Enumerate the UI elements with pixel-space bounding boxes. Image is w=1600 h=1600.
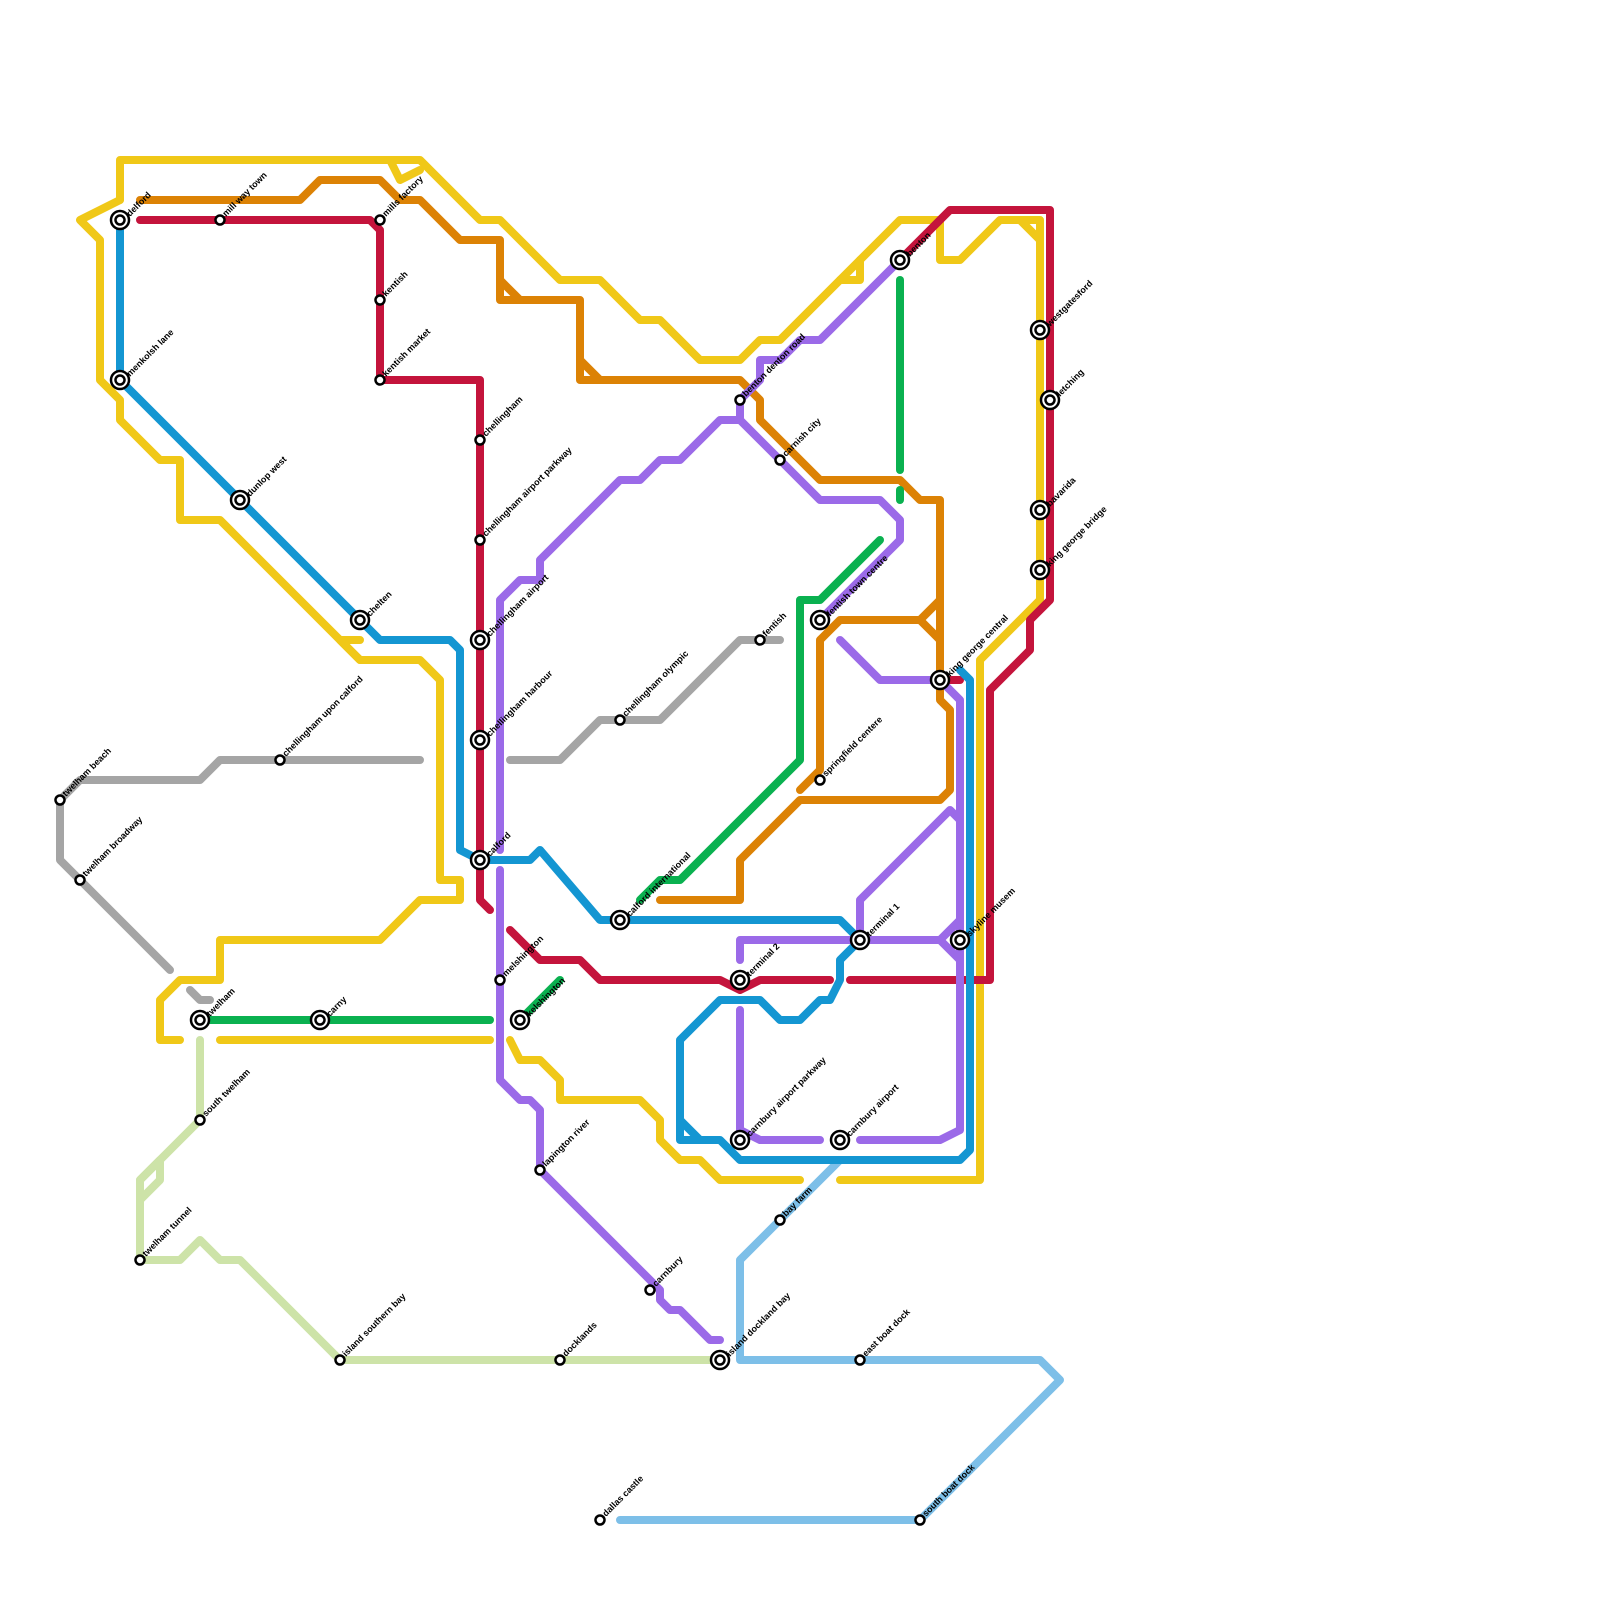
stop-marker — [754, 634, 766, 646]
stop-marker — [374, 214, 386, 226]
interchange-marker-inner — [954, 934, 966, 946]
stop-marker — [274, 754, 286, 766]
yellow-line-west[interactable] — [76, 196, 464, 1044]
interchange-marker-inner — [234, 494, 246, 506]
stop-marker — [644, 1284, 656, 1296]
interchange-marker-inner — [854, 934, 866, 946]
interchange-marker-inner — [894, 254, 906, 266]
red-line-loop[interactable] — [846, 206, 1054, 984]
purple-line-main[interactable] — [496, 256, 904, 854]
interchange-marker-inner — [1034, 564, 1046, 576]
stop-marker — [534, 1164, 546, 1176]
interchange-marker-inner — [314, 1014, 326, 1026]
purple-line-south[interactable] — [496, 866, 724, 1344]
purple-line-east[interactable] — [836, 636, 964, 1144]
yellow-line-blob-c[interactable] — [1016, 216, 1044, 244]
interchange-marker-inner — [114, 214, 126, 226]
light-green-line[interactable] — [136, 1036, 724, 1364]
stop-marker — [774, 454, 786, 466]
interchange-marker-inner — [734, 974, 746, 986]
interchange-marker-inner — [474, 734, 486, 746]
light-green-line-branch[interactable] — [136, 1156, 164, 1204]
interchange-marker-inner — [714, 1354, 726, 1366]
interchange-marker-inner — [814, 614, 826, 626]
interchange-marker-inner — [1034, 504, 1046, 516]
orange-line-branch[interactable] — [796, 616, 944, 794]
stop-marker — [854, 1354, 866, 1366]
blue-line-spur[interactable] — [676, 1116, 704, 1144]
interchange-marker-inner — [474, 854, 486, 866]
stop-marker — [74, 874, 86, 886]
green-line-east[interactable] — [636, 536, 884, 904]
interchange-marker-inner — [934, 674, 946, 686]
grey-line-stub[interactable] — [186, 986, 214, 1004]
interchange-marker-inner — [514, 1014, 526, 1026]
stop-marker — [214, 214, 226, 226]
blue-line[interactable] — [116, 216, 974, 1164]
stop-marker — [474, 534, 486, 546]
interchange-marker-inner — [734, 1134, 746, 1146]
stop-marker — [614, 714, 626, 726]
interchange-marker-inner — [474, 634, 486, 646]
stop-marker — [54, 794, 66, 806]
purple-line-diag[interactable] — [856, 806, 964, 944]
stop-marker — [774, 1214, 786, 1226]
stop-marker — [334, 1354, 346, 1366]
yellow-line-southeast[interactable] — [506, 1036, 804, 1184]
stop-marker — [734, 394, 746, 406]
stop-marker — [374, 294, 386, 306]
orange-line-stub-c[interactable] — [916, 596, 944, 624]
yellow-line-blob-b[interactable] — [836, 256, 864, 284]
stop-marker — [914, 1514, 926, 1526]
stop-marker — [554, 1354, 566, 1366]
stop-marker — [814, 774, 826, 786]
interchange-marker-inner — [114, 374, 126, 386]
interchange-marker-inner — [614, 914, 626, 926]
grey-line-east[interactable] — [506, 636, 784, 764]
interchange-marker-inner — [1044, 394, 1056, 406]
purple-line-loop[interactable] — [736, 1006, 824, 1144]
red-line-east[interactable] — [506, 926, 834, 994]
yellow-line-north[interactable] — [116, 156, 1044, 1184]
stop-marker — [594, 1514, 606, 1526]
stop-marker — [134, 1254, 146, 1266]
stop-marker — [194, 1114, 206, 1126]
stop-marker — [494, 974, 506, 986]
orange-line-stub-b[interactable] — [576, 356, 604, 384]
yellow-line-blob-d[interactable] — [336, 636, 364, 664]
stop-marker — [474, 434, 486, 446]
orange-line[interactable] — [136, 176, 954, 904]
orange-line-stub-a[interactable] — [496, 276, 524, 304]
interchange-marker-inner — [194, 1014, 206, 1026]
purple-line-terminal[interactable] — [736, 936, 964, 964]
purple-line-branch[interactable] — [736, 416, 904, 624]
interchange-marker-inner — [1034, 324, 1046, 336]
interchange-marker-inner — [354, 614, 366, 626]
yellow-line-blob-a[interactable] — [386, 156, 424, 184]
interchange-marker-inner — [834, 1134, 846, 1146]
stop-marker — [374, 374, 386, 386]
